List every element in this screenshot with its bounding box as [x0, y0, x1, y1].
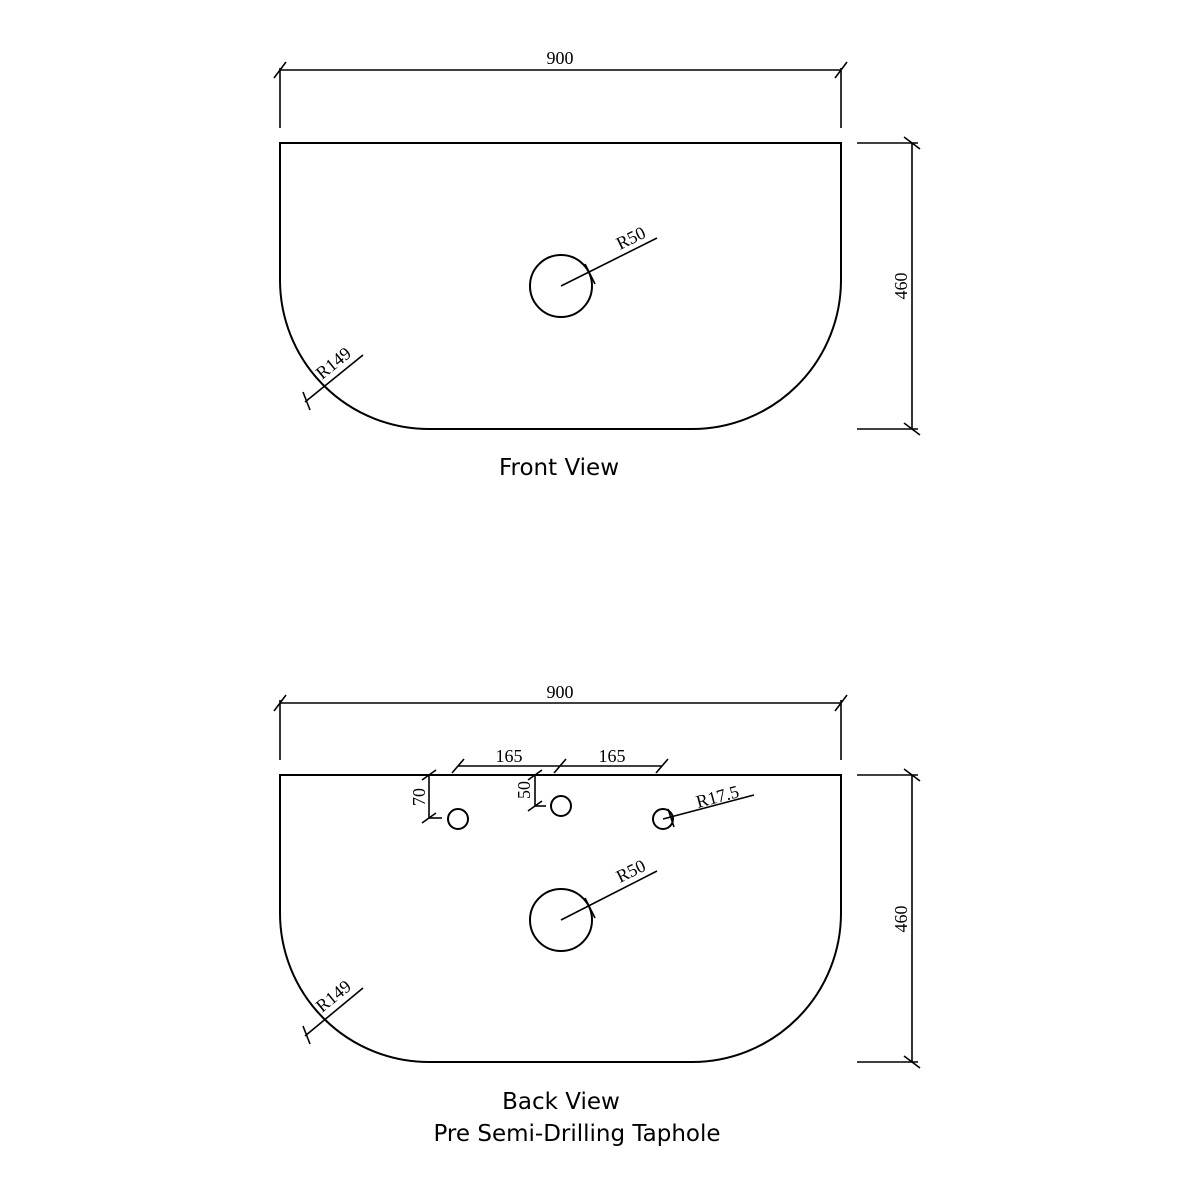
back-tap-spacing-left-label: 165 — [496, 746, 523, 766]
back-height-dimension: 460 — [857, 768, 921, 1069]
back-view-subcaption: Pre Semi-Drilling Taphole — [433, 1121, 720, 1147]
back-waste-radius-label: R50 — [613, 855, 649, 886]
back-view: 900 165 165 70 50 — [273, 682, 921, 1147]
back-width-label: 900 — [547, 682, 574, 702]
front-width-label: 900 — [547, 48, 574, 68]
front-width-dimension: 900 — [273, 48, 848, 128]
front-view: 900 460 R50 R149 Front View — [273, 48, 921, 481]
back-center-hole-offset-dimension: 50 — [514, 769, 546, 812]
back-waste-radius-dimension: R50 — [560, 855, 658, 921]
back-taphole-radius-dimension: R17.5 — [662, 781, 755, 828]
back-view-caption: Back View — [502, 1089, 620, 1115]
back-center-hole-offset-label: 50 — [514, 781, 534, 799]
back-taphole-center — [550, 795, 572, 817]
front-corner-radius-dimension: R149 — [302, 343, 364, 411]
back-width-dimension: 900 — [273, 682, 848, 760]
back-taphole-right — [652, 808, 674, 830]
front-basin-outline — [279, 142, 842, 430]
front-waste-hole — [529, 254, 593, 318]
front-waste-radius-label: R50 — [613, 222, 649, 253]
front-view-caption: Front View — [499, 455, 619, 481]
back-taphole-left — [447, 808, 469, 830]
back-side-hole-offset-dimension: 70 — [409, 769, 442, 824]
back-corner-radius-label: R149 — [312, 976, 355, 1016]
back-waste-hole — [529, 888, 593, 952]
back-tap-spacing-right-label: 165 — [599, 746, 626, 766]
back-tap-spacing-dimension: 165 165 — [451, 746, 669, 774]
back-basin-outline — [279, 774, 842, 1063]
front-height-label: 460 — [891, 273, 911, 300]
back-side-hole-offset-label: 70 — [409, 788, 429, 806]
back-height-label: 460 — [891, 906, 911, 933]
front-waste-radius-dimension: R50 — [560, 222, 658, 287]
front-corner-radius-label: R149 — [312, 343, 355, 383]
back-taphole-radius-label: R17.5 — [694, 781, 741, 812]
front-height-dimension: 460 — [857, 136, 921, 436]
back-corner-radius-dimension: R149 — [302, 976, 364, 1045]
